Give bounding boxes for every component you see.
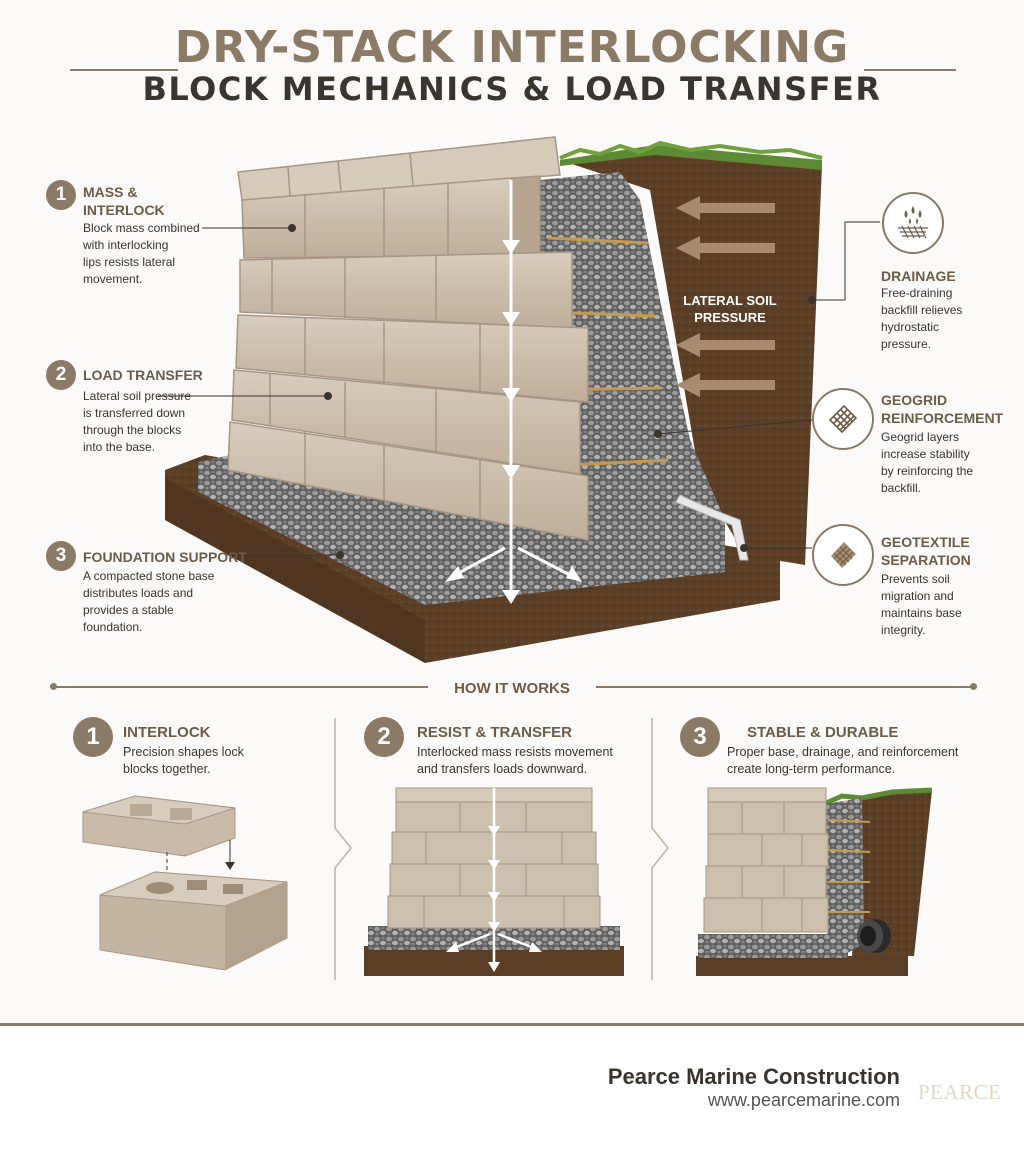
drainage-desc-line: hydrostatic (881, 320, 940, 334)
geotextile-desc-line: migration and (881, 589, 954, 603)
how-rule-dot-left (50, 683, 57, 690)
callout-1-desc-line: Block mass combined (83, 221, 200, 235)
callout-2-heading: LOAD TRANSFER (83, 367, 203, 383)
step-3-desc-line: Proper base, drainage, and reinforcement (727, 745, 959, 759)
footer-company: Pearce Marine Construction (607, 1064, 900, 1089)
callout-2-desc: Lateral soil pressure is transferred dow… (83, 388, 191, 456)
footer-url[interactable]: www.pearcemarine.com (707, 1090, 900, 1110)
callout-3-desc-line: A compacted stone base (83, 569, 215, 583)
geotextile-heading: GEOTEXTILE SEPARATION (881, 533, 971, 569)
step-2-desc-line: and transfers loads downward. (417, 762, 588, 776)
callout-leaders (158, 221, 880, 559)
gravel-backfill (540, 172, 725, 520)
step-divider-2 (651, 718, 669, 980)
step-2-heading: RESIST & TRANSFER (417, 724, 573, 741)
geotextile-heading-line-2: SEPARATION (881, 552, 971, 568)
geogrid-desc: Geogrid layers increase stability by rei… (881, 429, 973, 497)
step-2-number: 2 (364, 717, 404, 757)
callout-1-desc-line: movement. (83, 272, 143, 286)
geotextile-desc: Prevents soil migration and maintains ba… (881, 571, 962, 639)
callout-2-desc-line: into the base. (83, 440, 156, 454)
geotextile-desc-line: integrity. (881, 623, 926, 637)
callout-1-heading-line-2: INTERLOCK (83, 202, 165, 218)
geogrid-desc-line: backfill. (881, 481, 922, 495)
geogrid-desc-line: increase stability (881, 447, 970, 461)
geotextile-sheet (675, 494, 749, 561)
footer-rule (0, 1023, 1024, 1026)
drainage-desc-line: backfill relieves (881, 303, 963, 317)
step-1-number: 1 (73, 717, 113, 757)
callout-number-1: 1 (46, 180, 76, 210)
callout-1-heading-line-1: MASS & (83, 184, 138, 200)
callout-3-desc-line: distributes loads and (83, 586, 194, 600)
geogrid-icon (812, 388, 874, 450)
drainage-icon (882, 192, 944, 254)
callout-3-heading: FOUNDATION SUPPORT (83, 549, 247, 565)
step-divider-1 (334, 718, 352, 980)
callout-1-desc: Block mass combined with interlocking li… (83, 220, 200, 288)
stable-durable-illustration (696, 787, 933, 976)
callout-3-desc-line: foundation. (83, 620, 143, 634)
callout-3-desc-line: provides a stable (83, 603, 174, 617)
geotextile-desc-line: Prevents soil (881, 572, 950, 586)
footer-logo: PEARCE (918, 1080, 1002, 1104)
callout-1-desc-line: with interlocking (83, 238, 169, 252)
callout-3-desc: A compacted stone base distributes loads… (83, 568, 214, 636)
step-3-desc: Proper base, drainage, and reinforcement… (727, 744, 958, 778)
load-transfer-arrows (445, 180, 582, 604)
block-wall (227, 136, 589, 541)
diagram-label-line-2: PRESSURE (694, 310, 766, 325)
title-rule-left (70, 69, 178, 71)
step-2-desc-line: Interlocked mass resists movement (417, 745, 613, 759)
callout-number-3: 3 (46, 541, 76, 571)
geogrid-desc-line: by reinforcing the (881, 464, 974, 478)
geogrid-heading-line-2: REINFORCEMENT (881, 410, 1004, 426)
drainage-desc-line: Free-draining (881, 286, 953, 300)
geotextile-icon (812, 524, 874, 586)
how-rule-dot-right (970, 683, 977, 690)
interlock-blocks-illustration (82, 795, 288, 971)
step-1-heading: INTERLOCK (123, 724, 211, 741)
step-1-desc-line: Precision shapes lock (123, 745, 244, 759)
step-1-desc: Precision shapes lock blocks together. (123, 744, 244, 778)
step-3-number: 3 (680, 717, 720, 757)
callout-2-desc-line: Lateral soil pressure (83, 389, 192, 403)
footer (0, 1026, 1024, 1154)
callout-1-desc-line: lips resists lateral (83, 255, 176, 269)
geotextile-heading-line-1: GEOTEXTILE (881, 534, 970, 550)
step-1-desc-line: blocks together. (123, 762, 211, 776)
geotextile-desc-line: maintains base (881, 606, 962, 620)
callout-2-desc-line: is transferred down (83, 406, 186, 420)
title-line-1: DRY-STACK INTERLOCKING (174, 22, 850, 73)
diagram-label-line-1: LATERAL SOIL (683, 293, 776, 308)
gravel-foundation (198, 455, 725, 605)
how-rule-left (50, 686, 428, 688)
lateral-pressure-arrows (676, 196, 775, 397)
resist-transfer-illustration (364, 787, 624, 976)
retained-soil (559, 140, 823, 565)
step-3-heading: STABLE & DURABLE (747, 724, 899, 741)
drainage-desc: Free-draining backfill relieves hydrosta… (881, 285, 962, 353)
geogrid-desc-line: Geogrid layers (881, 430, 960, 444)
geogrid-heading: GEOGRID REINFORCEMENT (881, 391, 1003, 427)
callout-2-desc-line: through the blocks (83, 423, 182, 437)
callout-number-2: 2 (46, 360, 76, 390)
how-it-works-label: HOW IT WORKS (454, 680, 570, 697)
callout-1-heading: MASS & INTERLOCK (83, 183, 165, 219)
geogrid-heading-line-1: GEOGRID (881, 392, 948, 408)
wall-cross-section-diagram: LATERAL SOIL PRESSURE (158, 136, 880, 663)
drainage-desc-line: pressure. (881, 337, 932, 351)
step-2-desc: Interlocked mass resists movement and tr… (417, 744, 613, 778)
title-rule-right (864, 69, 956, 71)
step-3-desc-line: create long-term performance. (727, 762, 896, 776)
how-rule-right (596, 686, 974, 688)
drainage-heading: DRAINAGE (881, 268, 956, 284)
title-line-2: BLOCK MECHANICS & LOAD TRANSFER (142, 70, 882, 108)
